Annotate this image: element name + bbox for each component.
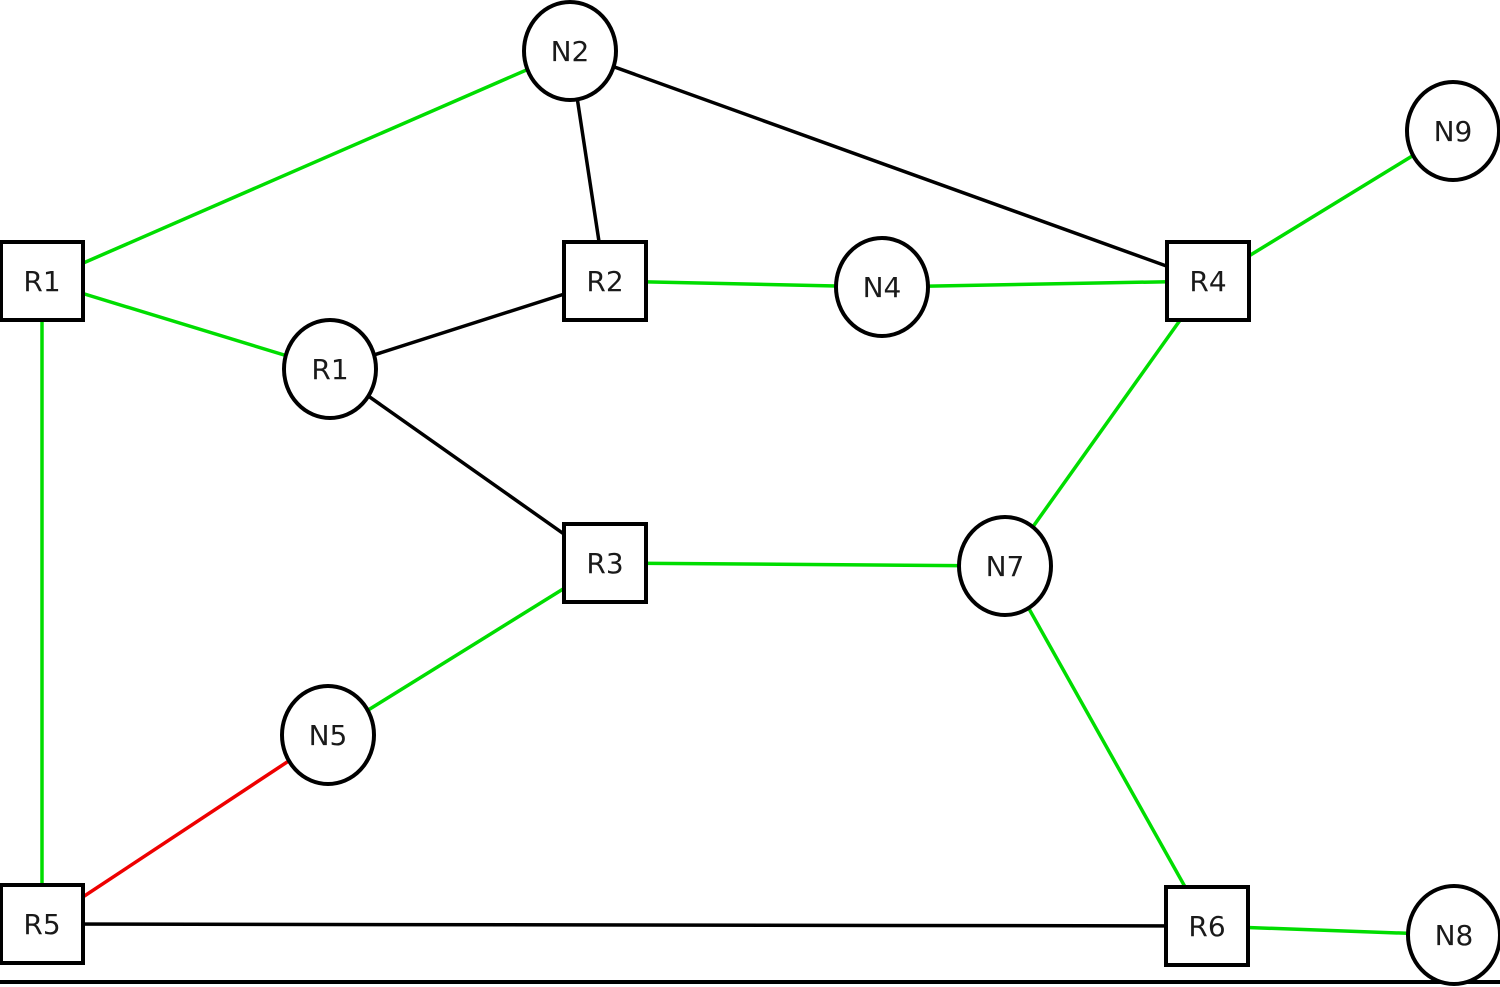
node-R5: R5 (0, 883, 85, 965)
node-N9: N9 (1405, 80, 1500, 182)
router-square-shape (1164, 885, 1250, 967)
node-label-N9: N9 (1434, 115, 1473, 148)
node-N8: N8 (1406, 884, 1500, 986)
node-R1-circle: R1 (282, 318, 378, 420)
node-label-R1-square: R1 (23, 265, 60, 298)
node-N7: N7 (957, 515, 1053, 617)
node-R6: R6 (1164, 885, 1250, 967)
node-R3: R3 (562, 522, 648, 604)
node-label-R5: R5 (23, 908, 60, 941)
host-circle-shape (1406, 884, 1500, 986)
router-square-shape (0, 883, 85, 965)
router-square-shape (0, 240, 85, 322)
edge-N5-R5-red (41, 733, 329, 926)
host-circle-shape (522, 0, 618, 102)
node-label-R6: R6 (1188, 910, 1225, 943)
edge-N7-R6-green (1003, 565, 1209, 927)
node-label-N2: N2 (551, 35, 590, 68)
router-square-shape (562, 522, 648, 604)
edge-R5-R6-black (41, 922, 1208, 928)
host-circle-shape (957, 515, 1053, 617)
node-label-N5: N5 (309, 719, 348, 752)
node-label-N8: N8 (1435, 919, 1474, 952)
edge-N2-R4-black (569, 49, 1209, 283)
edge-R1-square-N2-green (41, 49, 571, 283)
node-label-R1-circle: R1 (311, 353, 348, 386)
node-N2: N2 (522, 0, 618, 102)
node-label-N4: N4 (863, 271, 902, 304)
router-square-shape (1165, 240, 1251, 322)
edge-R3-N7-green (604, 561, 1006, 568)
node-R4: R4 (1165, 240, 1251, 322)
host-circle-shape (834, 236, 930, 338)
edge-N4-R4-green (881, 279, 1209, 289)
edge-R3-N5-green (327, 561, 606, 737)
node-label-R4: R4 (1189, 265, 1226, 298)
host-circle-shape (282, 318, 378, 420)
node-N4: N4 (834, 236, 930, 338)
host-circle-shape (1405, 80, 1500, 182)
edge-R4-N7-green (1003, 279, 1210, 568)
node-label-N7: N7 (986, 550, 1025, 583)
node-R1-square: R1 (0, 240, 85, 322)
router-square-shape (562, 240, 648, 322)
host-circle-shape (280, 684, 376, 786)
edge-R1-square-R1-circle-green (41, 279, 331, 371)
node-label-R2: R2 (586, 265, 623, 298)
node-R2: R2 (562, 240, 648, 322)
edge-R1-circle-R3-black (328, 367, 607, 565)
node-N5: N5 (280, 684, 376, 786)
node-label-R3: R3 (586, 547, 623, 580)
